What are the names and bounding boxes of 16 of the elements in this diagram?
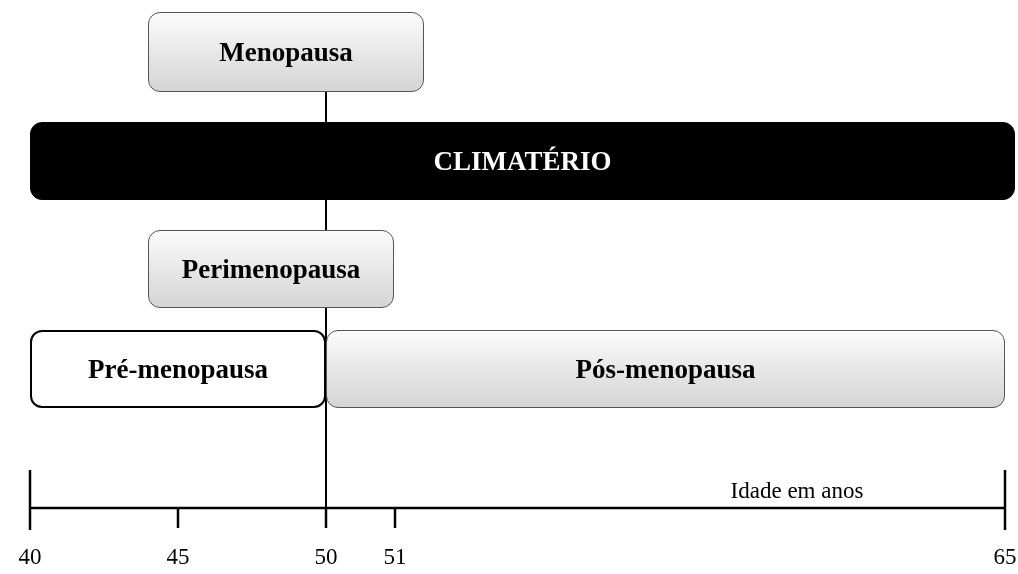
phase-label: CLIMATÉRIO <box>433 145 612 177</box>
phase-box <box>30 330 326 408</box>
tick-label: 51 <box>383 544 407 570</box>
phase-label: Perimenopausa <box>181 253 361 285</box>
phase-label: Menopausa <box>219 36 353 68</box>
phase-label: Pré-menopausa <box>88 353 268 385</box>
phase-box <box>148 230 394 308</box>
phase-box <box>326 330 1005 408</box>
axis-title: Idade em anos <box>730 478 864 504</box>
phase-label: Pós-menopausa <box>575 353 756 385</box>
phase-box <box>148 12 424 92</box>
tick-label: 45 <box>166 544 190 570</box>
tick-label: 65 <box>993 544 1017 570</box>
tick-label: 40 <box>18 544 42 570</box>
tick-label: 50 <box>314 544 338 570</box>
phase-bar <box>30 122 1015 200</box>
